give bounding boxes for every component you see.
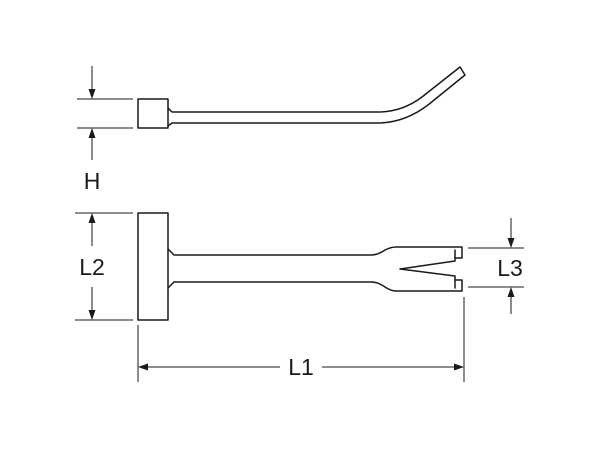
top-view-shaft [167,246,463,292]
l2-dimension: L2 [75,212,133,321]
l3-dimension-label: L3 [497,255,523,281]
top-view-head [137,212,169,321]
l1-dimension-label: L1 [288,354,314,380]
top-view [137,212,463,321]
side-view-head [137,98,169,129]
side-view-shank [167,66,466,127]
l1-dimension: L1 [137,297,465,382]
l3-dimension: L3 [468,218,524,314]
side-view [137,66,466,129]
h-dimension-label: H [84,168,101,194]
l2-dimension-label: L2 [79,254,105,280]
h-dimension: H [77,66,133,194]
